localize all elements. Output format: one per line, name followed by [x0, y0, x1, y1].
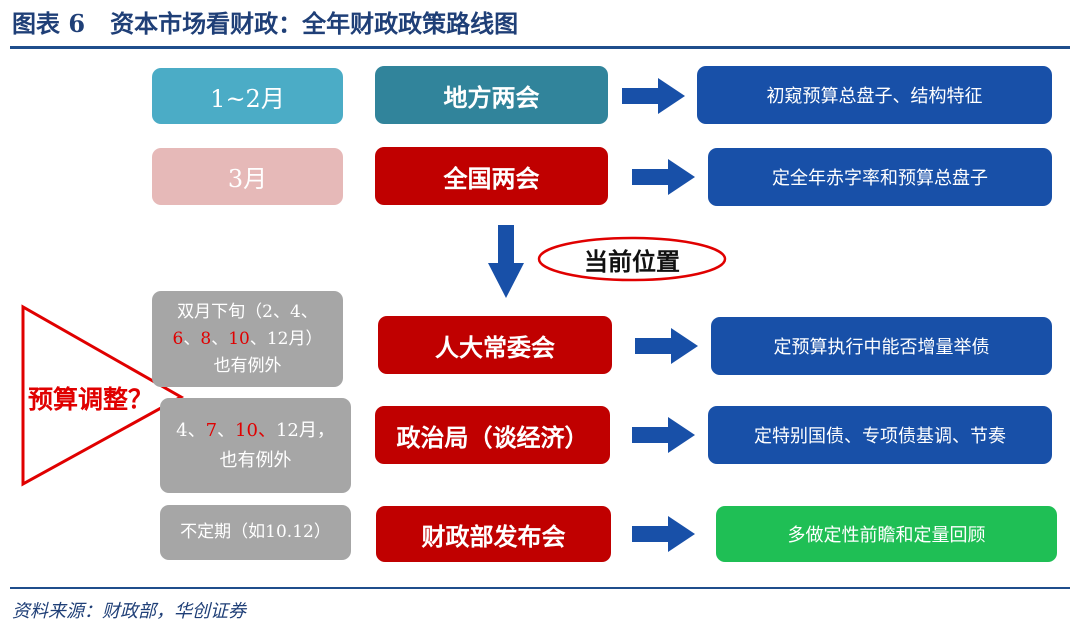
arrow-right-icon — [632, 417, 695, 453]
budget-adjust-triangle — [21, 304, 185, 487]
event-local-two-sessions: 地方两会 — [375, 66, 608, 124]
time-line: 也有例外 — [219, 449, 292, 471]
arrow-right-icon — [635, 328, 698, 364]
title-divider — [10, 46, 1070, 49]
time-box-march: 3月 — [152, 148, 343, 205]
time-line: 4、7、10、12月， — [176, 419, 335, 441]
event-npc-standing-committee: 人大常委会 — [378, 316, 612, 374]
source-note: 资料来源：财政部，华创证券 — [12, 601, 246, 622]
budget-adjust-label: 预算调整？ — [28, 385, 154, 414]
time-line: 也有例外 — [213, 355, 282, 376]
arrow-right-icon — [622, 78, 685, 114]
time-box-jan-feb: 1~2月 — [152, 68, 343, 124]
arrow-right-icon — [632, 159, 695, 195]
current-position-ellipse — [537, 236, 727, 282]
event-mof-press-conference: 财政部发布会 — [376, 506, 611, 562]
time-line: 双月下旬（2、4、 — [177, 301, 318, 322]
time-box-politburo: 4、7、10、12月， 也有例外 — [160, 398, 351, 493]
page-title: 图表 6 资本市场看财政：全年财政政策路线图 — [12, 9, 519, 38]
outcome-box: 初窥预算总盘子、结构特征 — [697, 66, 1052, 124]
arrow-right-icon — [632, 516, 695, 552]
bottom-divider — [10, 587, 1070, 589]
event-politburo: 政治局（谈经济） — [375, 406, 610, 464]
event-national-two-sessions: 全国两会 — [375, 147, 608, 205]
time-box-bimonthly: 双月下旬（2、4、 6、8、10、12月） 也有例外 — [152, 291, 343, 387]
time-line: 6、8、10、12月） — [172, 328, 323, 349]
arrow-down-icon — [488, 225, 524, 298]
current-position-label: 当前位置 — [584, 247, 680, 276]
outcome-box: 定特别国债、专项债基调、节奏 — [708, 406, 1052, 464]
outcome-box: 多做定性前瞻和定量回顾 — [716, 506, 1057, 562]
outcome-box: 定全年赤字率和预算总盘子 — [708, 148, 1052, 206]
time-box-irregular: 不定期（如10.12） — [160, 505, 351, 560]
outcome-box: 定预算执行中能否增量举债 — [711, 317, 1052, 375]
